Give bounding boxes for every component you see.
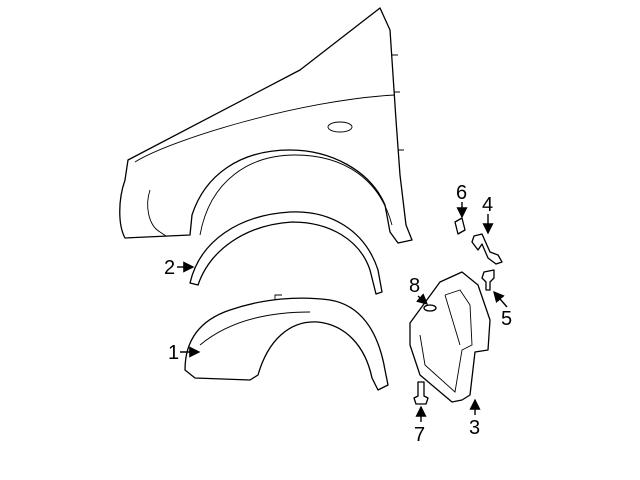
- callout-6: 6: [456, 182, 468, 219]
- nut: [454, 217, 466, 235]
- retainer: [423, 304, 437, 312]
- callout-2: 2: [164, 257, 195, 279]
- svg-text:3: 3: [469, 417, 480, 439]
- push-pin-clip: [481, 269, 495, 291]
- callout-8: 8: [409, 275, 429, 305]
- svg-text:2: 2: [164, 257, 175, 279]
- screw: [413, 381, 429, 405]
- inner-fender-liner: [184, 294, 389, 391]
- svg-text:1: 1: [168, 342, 179, 364]
- callout-5: 5: [493, 290, 512, 330]
- bracket: [471, 233, 503, 265]
- svg-text:6: 6: [456, 182, 467, 204]
- svg-text:7: 7: [414, 424, 425, 446]
- svg-text:4: 4: [482, 194, 493, 216]
- callout-3: 3: [469, 398, 481, 439]
- svg-text:8: 8: [409, 275, 420, 297]
- svg-text:5: 5: [501, 308, 512, 330]
- fender-panel: [119, 7, 413, 244]
- callout-4: 4: [482, 194, 494, 235]
- callout-7: 7: [414, 405, 427, 446]
- wheel-opening-molding: [189, 211, 383, 295]
- callout-1: 1: [168, 342, 201, 364]
